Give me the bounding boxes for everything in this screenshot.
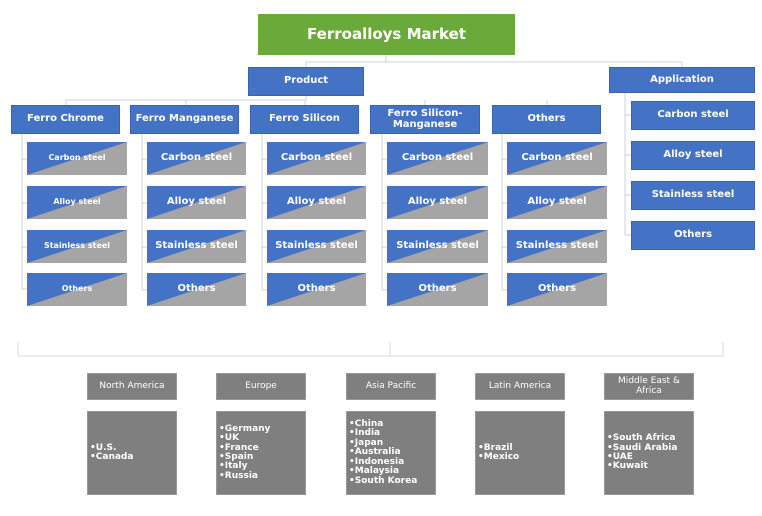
application-item-box: Alloy steel [631, 141, 755, 170]
country-item: Saudi Arabia [607, 443, 678, 453]
product-sub-box: Alloy steel [147, 186, 246, 219]
country-item: South Africa [607, 433, 677, 443]
region-countries-box: South AfricaSaudi ArabiaUAEKuwait [604, 411, 694, 495]
country-item: Japan [349, 438, 417, 448]
region-header: Europe [216, 373, 306, 400]
country-item: India [349, 428, 417, 438]
country-item: Italy [219, 461, 270, 471]
country-item: UAE [607, 452, 677, 462]
product-sub-box: Stainless steel [387, 230, 488, 263]
product-sub-box: Others [147, 273, 246, 306]
country-item: Canada [90, 452, 134, 462]
product-sub-box: Stainless steel [147, 230, 246, 263]
country-item: UK [219, 433, 270, 443]
product-sub-box: Others [507, 273, 607, 306]
country-item: Malaysia [349, 466, 417, 476]
region-countries-box: U.S.Canada [87, 411, 177, 495]
country-item: France [219, 443, 270, 453]
region-countries-box: BrazilMexico [475, 411, 565, 495]
region-countries-box: GermanyUKFranceSpainItalyRussia [216, 411, 306, 495]
country-item: China [349, 419, 417, 429]
product-sub-box: Others [387, 273, 488, 306]
country-item: Spain [219, 452, 270, 462]
product-sub-box: Stainless steel [507, 230, 607, 263]
product-type-box: Ferro Silicon [250, 105, 359, 134]
application-item-box: Stainless steel [631, 181, 755, 210]
country-item: Australia [349, 447, 417, 457]
product-sub-box: Carbon steel [387, 142, 488, 175]
country-item: U.S. [90, 443, 133, 453]
product-sub-box: Stainless steel [267, 230, 366, 263]
product-sub-box: Alloy steel [27, 186, 127, 219]
product-type-box: Ferro Manganese [130, 105, 239, 134]
title-box: Ferroalloys Market [258, 14, 515, 55]
product-sub-box: Carbon steel [147, 142, 246, 175]
application-item-box: Others [631, 221, 755, 250]
region-countries-box: ChinaIndiaJapanAustraliaIndonesiaMalaysi… [346, 411, 436, 495]
region-header: North America [87, 373, 177, 400]
application-box: Application [609, 67, 755, 93]
product-sub-box: Alloy steel [507, 186, 607, 219]
region-header: Middle East & Africa [604, 373, 694, 400]
product-sub-box: Alloy steel [387, 186, 488, 219]
product-type-box: Ferro Silicon-Manganese [370, 105, 480, 134]
product-box: Product [248, 67, 364, 96]
product-sub-box: Others [267, 273, 366, 306]
country-item: Germany [219, 424, 271, 434]
product-sub-box: Carbon steel [267, 142, 366, 175]
country-item: Kuwait [607, 461, 677, 471]
region-header: Latin America [475, 373, 565, 400]
country-item: Brazil [478, 443, 519, 453]
product-type-box: Ferro Chrome [11, 105, 120, 134]
region-header: Asia Pacific [346, 373, 436, 400]
product-sub-box: Carbon steel [507, 142, 607, 175]
product-sub-box: Carbon steel [27, 142, 127, 175]
product-sub-box: Stainless steel [27, 230, 127, 263]
country-item: Russia [219, 471, 270, 481]
product-type-box: Others [492, 105, 601, 134]
application-item-box: Carbon steel [631, 101, 755, 130]
country-item: South Korea [349, 476, 418, 486]
product-sub-box: Alloy steel [267, 186, 366, 219]
product-sub-box: Others [27, 273, 127, 306]
country-item: Indonesia [349, 457, 417, 467]
country-item: Mexico [478, 452, 519, 462]
